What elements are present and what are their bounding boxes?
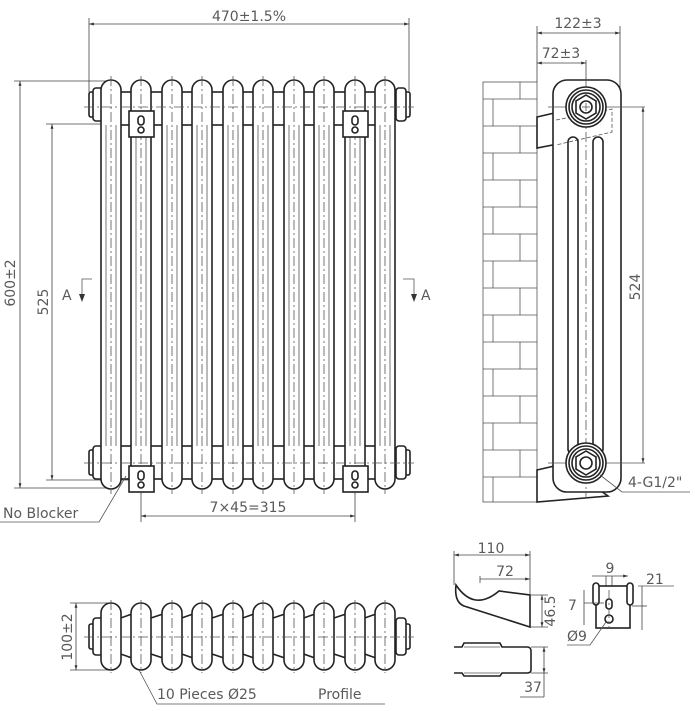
plate-width-dimension: 9: [606, 561, 615, 577]
bracket-detail: 110 72 46.5 37: [453, 541, 559, 698]
plate-detail: 9 21 7 Ø9: [567, 561, 674, 646]
bracket-height-dimension: 46.5: [543, 595, 559, 626]
profile-label: Profile: [318, 687, 362, 703]
height-dimension: 600±2: [3, 259, 19, 306]
plate-side-dimension: 21: [646, 572, 664, 588]
width-dimension: 470±1.5%: [212, 9, 286, 25]
offset-dimension: 72±3: [542, 46, 580, 62]
depth-dimension: 122±3: [554, 16, 601, 32]
side-view: 122±3 72±3: [482, 16, 690, 503]
center-height-dimension: 524: [628, 274, 644, 301]
section-marker-left: A: [62, 288, 72, 304]
profile-view: 100±2: [60, 600, 414, 705]
front-view: 470±1.5% 600±2 525 A A: [0, 9, 431, 523]
pieces-label: 10 Pieces Ø25: [157, 687, 257, 703]
bottom-connection: [565, 442, 607, 484]
top-connection: [565, 86, 607, 128]
bracket-spacing-dimension: 7×45=315: [210, 500, 287, 516]
plate-slot-dimension: 7: [568, 598, 577, 614]
radiator-columns: [84, 76, 414, 494]
wall-brackets: [128, 110, 369, 493]
profile-depth-dimension: 100±2: [60, 613, 76, 660]
bracket-inner-dimension: 72: [496, 564, 514, 580]
bracket-length-dimension: 110: [478, 541, 505, 557]
plate-hole-dimension: Ø9: [567, 629, 587, 645]
brick-wall: [482, 81, 538, 503]
no-blocker-label: No Blocker: [3, 506, 78, 522]
connection-label: 4-G1/2": [628, 475, 682, 491]
bracket-width-dimension: 37: [524, 680, 542, 696]
inner-height-dimension: 525: [36, 289, 52, 316]
section-marker-right: A: [421, 288, 431, 304]
